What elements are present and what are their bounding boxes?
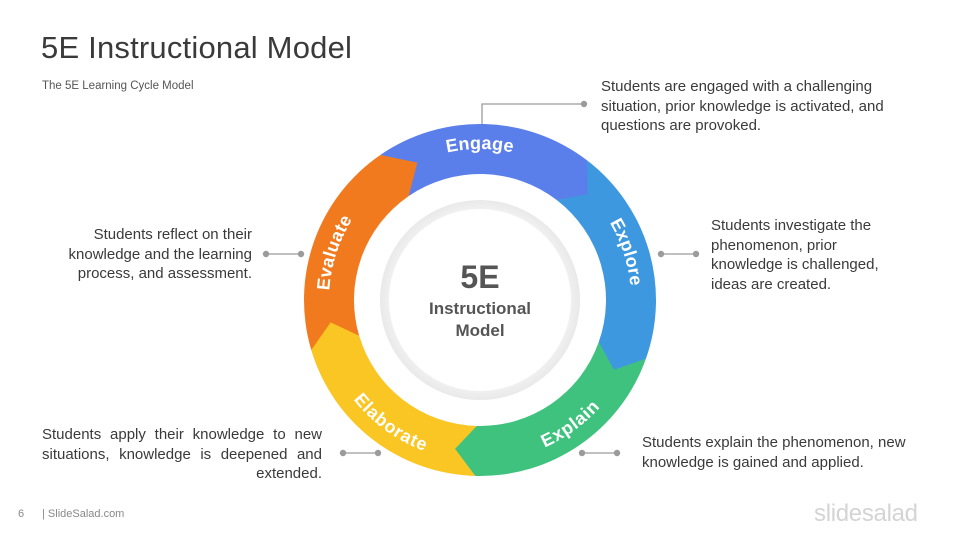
connector-dot-engage [580, 100, 588, 108]
brand-logo: slidesalad [814, 500, 918, 527]
footer-site-link[interactable]: | SlideSalad.com [42, 508, 125, 520]
segment-explain [449, 342, 646, 477]
connector-dot-evaluate [262, 250, 270, 258]
connector-dot-explore [657, 250, 665, 258]
connector-dot-explain [578, 449, 586, 457]
elaborate-description: Students apply their knowledge to new si… [42, 426, 322, 482]
center-circle-inner [389, 209, 571, 391]
segment-evaluate [303, 154, 418, 350]
connector-dot2-evaluate [297, 250, 305, 258]
connector-dot2-elaborate [374, 449, 382, 457]
page-title: 5E Instructional Model [41, 30, 353, 65]
segment-elaborate [311, 317, 477, 476]
explore-description: Students investigate the phenomenon, pri… [711, 217, 879, 293]
stage-label-engage: Engage [444, 133, 516, 157]
connector-dot2-explore [692, 250, 700, 258]
center-line2: Model [455, 321, 504, 340]
explain-description: Students explain the phenomenon, new kno… [642, 434, 906, 471]
page-number: 6 [18, 508, 25, 520]
connector-dot-elaborate [339, 449, 347, 457]
evaluate-description: Students reflect on their knowledge and … [68, 226, 252, 282]
connector-engage [481, 103, 583, 126]
segment-engage [380, 123, 592, 201]
segment-explore [556, 160, 656, 375]
connector-dot2-explain [613, 449, 621, 457]
center-title: 5E [460, 259, 499, 295]
connector-lines [262, 100, 700, 457]
page-subtitle: The 5E Learning Cycle Model [42, 80, 194, 92]
engage-description: Students are engaged with a challenging … [601, 78, 884, 134]
center-line1: Instructional [429, 299, 531, 318]
